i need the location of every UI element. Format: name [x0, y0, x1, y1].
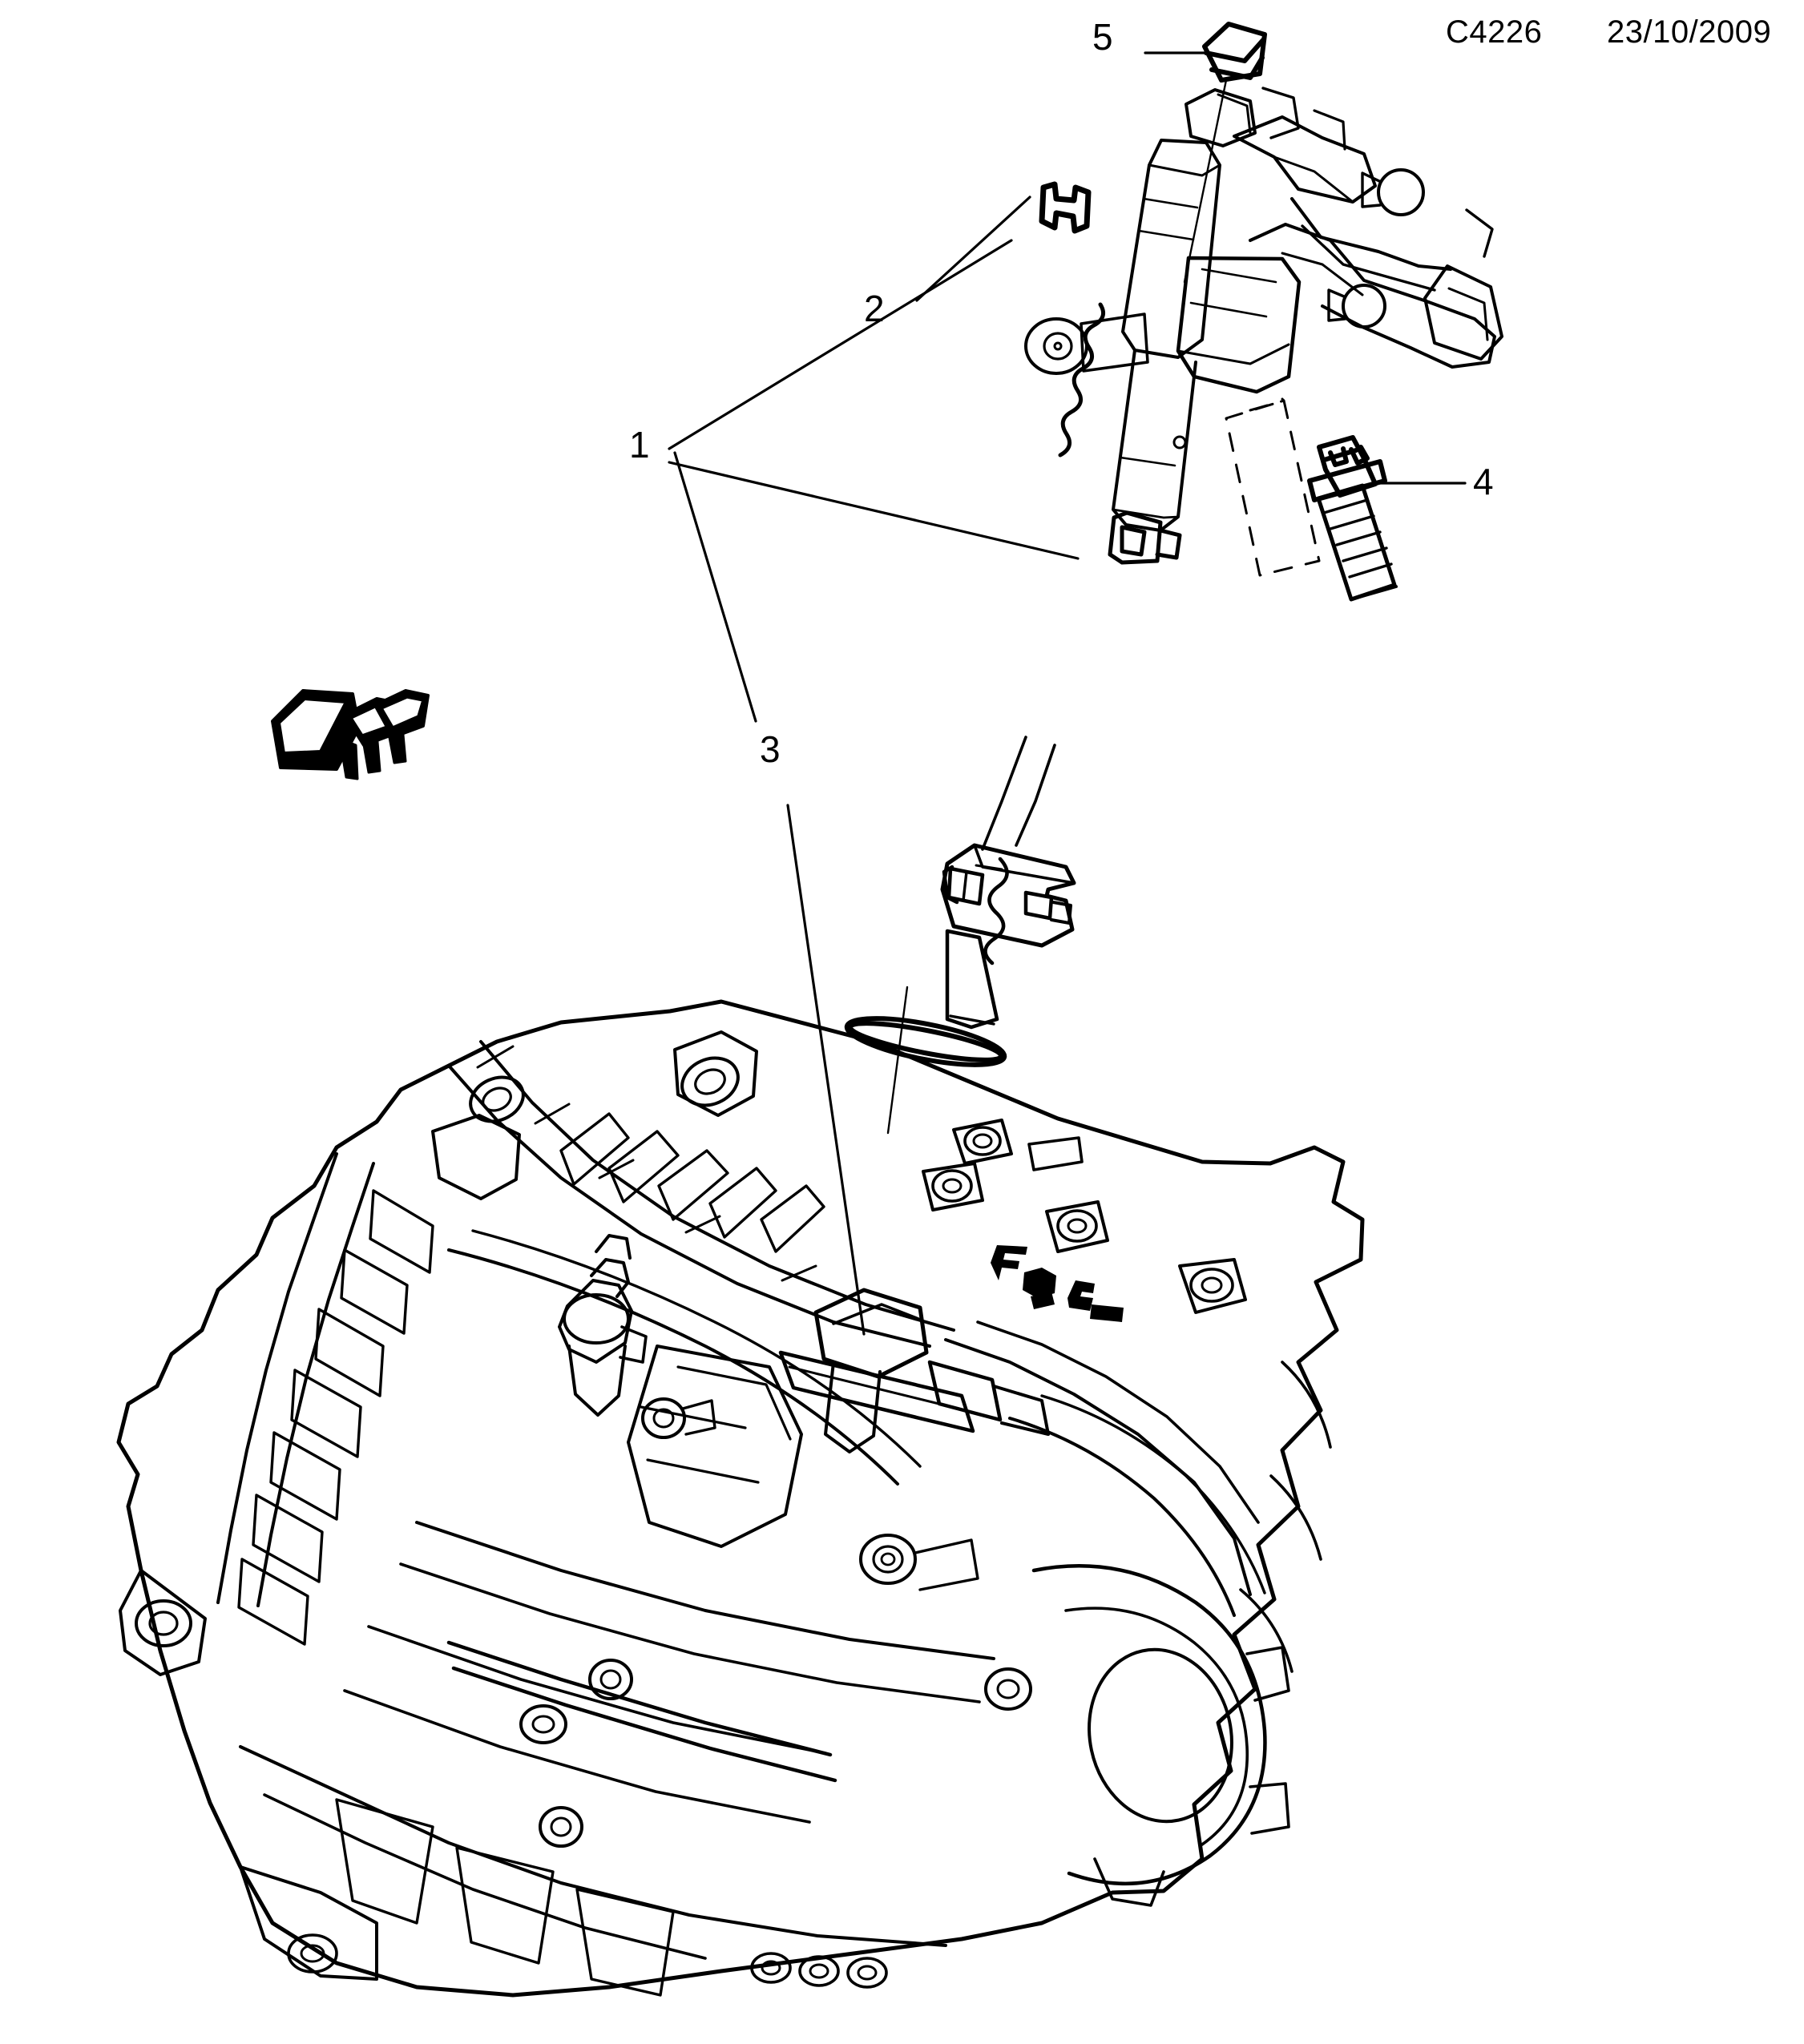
gear-shift-linkage: [778, 1288, 1050, 1453]
transmission-housing: [116, 999, 1365, 1998]
casing-bolt-a: [641, 1397, 716, 1439]
speed-sensor: [558, 1234, 648, 1417]
bracket-ball-stud-lower: [1327, 284, 1386, 329]
callout-1: 1: [629, 424, 650, 466]
bottom-bolt-row: [750, 1952, 888, 1989]
callout-4: 4: [1473, 461, 1494, 502]
mount-eye-mid: [519, 1704, 567, 1744]
callout-3: 3: [760, 728, 781, 770]
casing-bolt-b: [588, 1659, 633, 1700]
column-retaining-clip: [1039, 181, 1092, 234]
bolt-installed-position-box: [1225, 397, 1321, 577]
cap-alignment-line: [1183, 79, 1228, 284]
leader-1a: [668, 239, 1013, 450]
drawing-date: 23/10/2009: [1607, 14, 1772, 50]
lower-shaft-coupling: [940, 736, 1076, 1030]
bracket-ball-stud-upper: [1361, 168, 1425, 216]
steering-column-assembly: [1024, 87, 1503, 565]
casing-bolt-d: [859, 1534, 979, 1591]
leader-lines: [668, 51, 1467, 1336]
leader-2: [915, 196, 1031, 302]
mount-eye-top-right: [680, 1056, 740, 1107]
flange-head-bolt: [1307, 435, 1398, 602]
column-end-cap: [1202, 22, 1267, 83]
leader-3a: [673, 451, 757, 723]
leader-3b: [786, 804, 866, 1336]
seal-alignment-line: [886, 986, 909, 1135]
column-spring-detail: [1058, 302, 1106, 458]
column-connector-clip: [1108, 510, 1182, 565]
casing-bolt-c: [539, 1806, 583, 1848]
gearbox-badge-f40: [991, 1245, 1124, 1322]
casing-bolt-e: [984, 1667, 1032, 1711]
callout-5: 5: [1092, 16, 1113, 58]
shaft-seal-ring: [844, 1016, 1007, 1067]
drawing-code: C4226: [1446, 14, 1543, 50]
mount-eye-top-left: [469, 1075, 525, 1123]
leader-1b: [668, 461, 1080, 560]
cable-retainer-clip: [271, 689, 430, 780]
